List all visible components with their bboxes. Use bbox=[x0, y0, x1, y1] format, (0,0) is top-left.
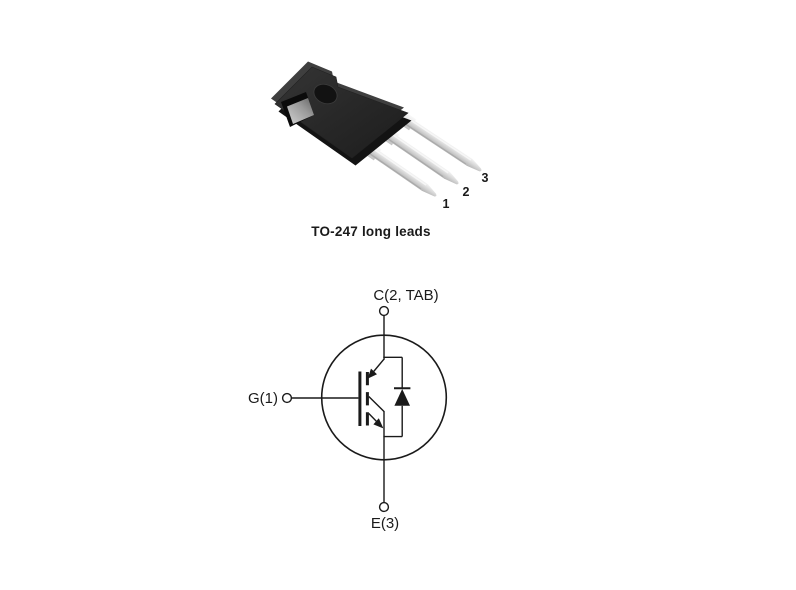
terminal-collector bbox=[378, 305, 390, 317]
lead-3-highlight bbox=[407, 117, 472, 161]
terminal-emitter bbox=[378, 501, 390, 513]
collector-label: C(2, TAB) bbox=[373, 287, 438, 304]
terminal-gate bbox=[281, 392, 293, 404]
lead-1-pin bbox=[368, 146, 437, 197]
emitter-arrow bbox=[373, 418, 384, 429]
lead-3-pin bbox=[403, 116, 482, 172]
schematic-filled-shapes bbox=[367, 368, 410, 429]
collector-arrow bbox=[367, 368, 377, 379]
lead-2-highlight bbox=[390, 133, 449, 174]
schematic bbox=[281, 305, 448, 513]
package-3d-view: 1 2 3 TO-247 long leads bbox=[271, 61, 489, 239]
lead-3-shadow bbox=[404, 123, 467, 165]
package-slot-face bbox=[287, 98, 314, 124]
package-body bbox=[274, 66, 409, 159]
lead-1-label: 1 bbox=[443, 197, 450, 211]
emitter-label: E(3) bbox=[371, 515, 399, 532]
diode-triangle bbox=[394, 389, 410, 406]
lead-2-pin bbox=[386, 131, 459, 185]
mounting-hole bbox=[313, 83, 338, 105]
package-caption: TO-247 long leads bbox=[311, 224, 430, 239]
lead-2-label: 2 bbox=[463, 185, 470, 199]
gate-label: G(1) bbox=[248, 390, 278, 407]
lead-2-shadow bbox=[387, 138, 444, 178]
lead-1-shadow bbox=[369, 153, 422, 190]
lead-3-label: 3 bbox=[482, 171, 489, 185]
lead-1-highlight bbox=[372, 148, 427, 186]
igbt-body-diagonal bbox=[368, 396, 385, 412]
